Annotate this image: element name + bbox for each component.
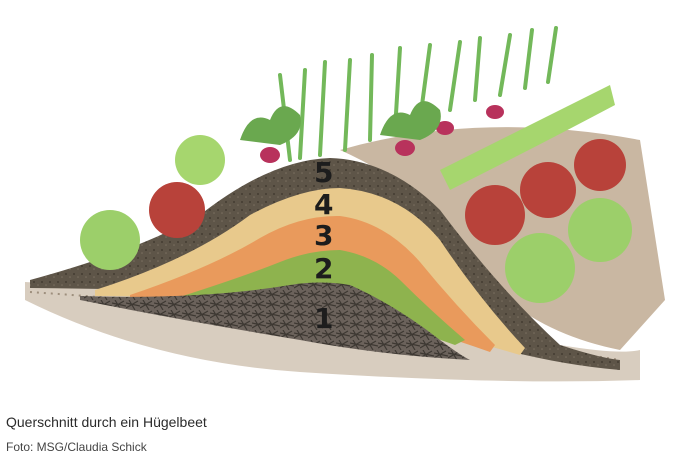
- photo-credit: Foto: MSG/Claudia Schick: [6, 440, 147, 454]
- layer-number-1: 1: [314, 302, 333, 335]
- layer-number-5: 5: [314, 156, 333, 189]
- radish-row: [240, 101, 504, 163]
- layer-number-3: 3: [314, 219, 333, 252]
- plant-rows: [80, 26, 632, 303]
- raised-bed-illustration: 5 4 3 2 1: [25, 26, 665, 382]
- lettuce-heads: [80, 85, 632, 303]
- layer-number-4: 4: [314, 188, 333, 221]
- layer-1-branches: [80, 282, 470, 360]
- layer-number-2: 2: [314, 252, 333, 285]
- figure-caption: Querschnitt durch ein Hügelbeet: [6, 414, 207, 430]
